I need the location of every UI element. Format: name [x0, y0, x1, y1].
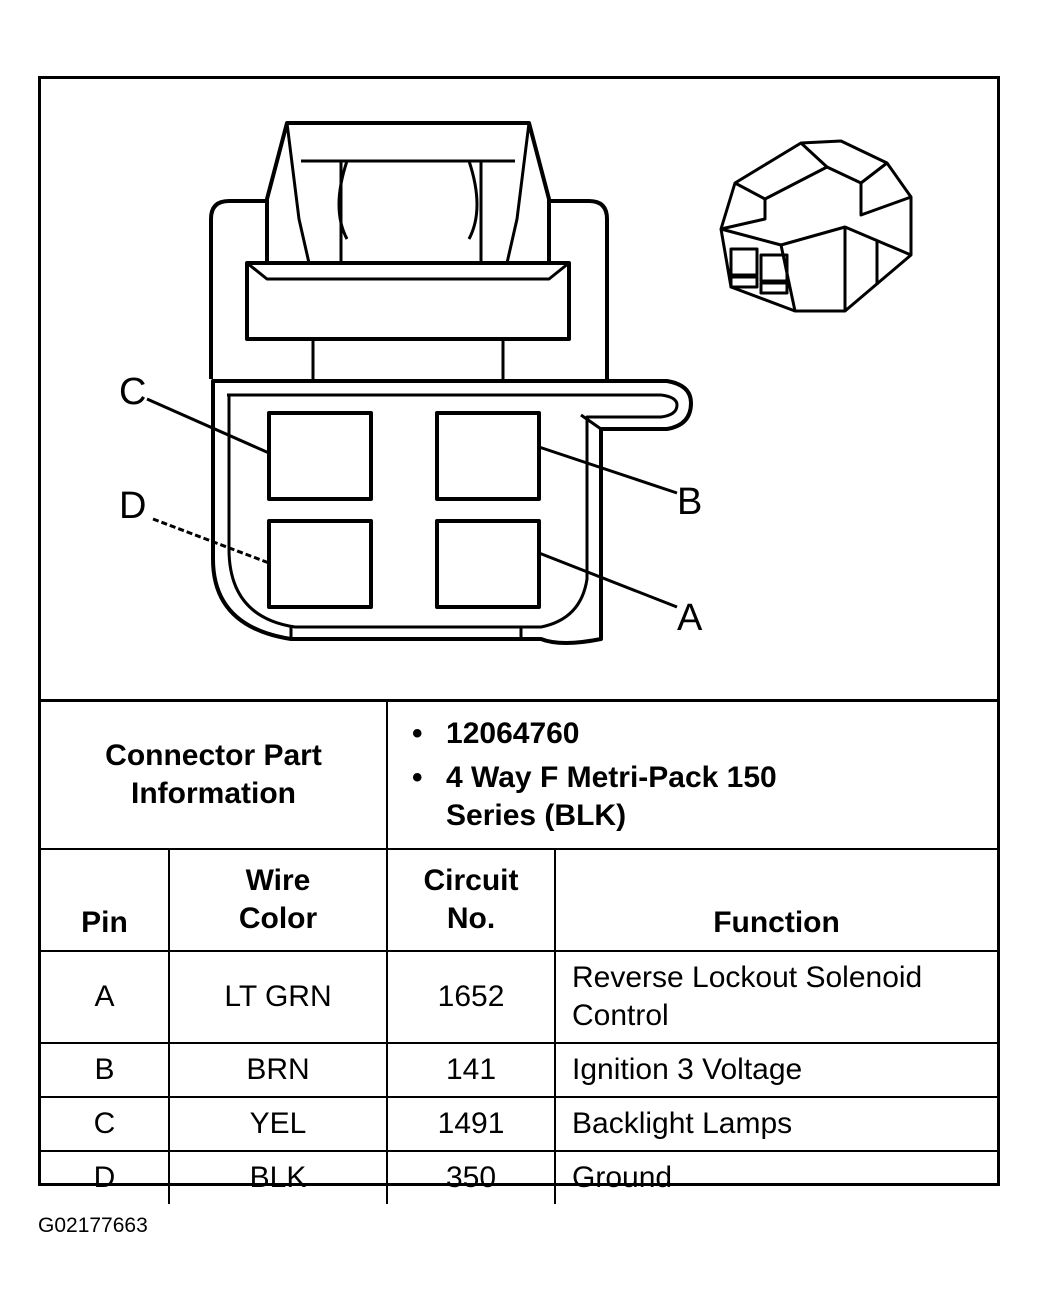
column-header-row: Pin Wire Color Circuit No. Function [41, 848, 998, 952]
cell-circuit: 350 [386, 1150, 557, 1204]
cell-pin: C [41, 1096, 170, 1152]
connector-3d-view [719, 139, 913, 313]
pin-label-b: B [677, 481, 703, 523]
pin-cavity-d [267, 519, 373, 609]
table-row: C YEL 1491 Backlight Lamps [41, 1096, 998, 1152]
cell-function: Backlight Lamps [554, 1096, 998, 1152]
cell-wire-color: YEL [167, 1096, 389, 1152]
header-pin: Pin [41, 848, 170, 952]
connector-housing [211, 379, 693, 645]
cell-pin: A [41, 950, 170, 1044]
cell-circuit: 141 [386, 1042, 557, 1098]
cell-circuit: 1652 [386, 950, 557, 1044]
cell-wire-color: LT GRN [167, 950, 389, 1044]
pin-label-c: C [119, 371, 147, 413]
cell-function: Ground [554, 1150, 998, 1204]
cell-wire-color: BRN [167, 1042, 389, 1098]
cell-circuit: 1491 [386, 1096, 557, 1152]
cell-function: Ignition 3 Voltage [554, 1042, 998, 1098]
locking-tab [265, 121, 551, 265]
cell-pin: D [41, 1150, 170, 1204]
header-function: Function [554, 848, 998, 952]
table-row: B BRN 141 Ignition 3 Voltage [41, 1042, 998, 1098]
connector-body [209, 199, 609, 379]
cell-function: Reverse Lockout Solenoid Control [554, 950, 998, 1044]
part-info-values: 12064760 4 Way F Metri-Pack 150 Series (… [386, 699, 998, 850]
leader-line-a [538, 551, 678, 609]
header-circuit-no: Circuit No. [386, 848, 557, 952]
pin-label-d: D [119, 485, 147, 527]
leader-line-c [146, 397, 270, 455]
figure-id: G02177663 [38, 1214, 148, 1237]
connector-face-view [146, 121, 913, 645]
figure-frame: C D B A Connector Part Information 12064… [38, 76, 1000, 1204]
part-number: 12064760 [412, 715, 997, 753]
connector-info-table: Connector Part Information 12064760 4 Wa… [41, 699, 998, 1204]
leader-line-b [538, 445, 678, 495]
cell-wire-color: BLK [167, 1150, 389, 1204]
part-info-row: Connector Part Information 12064760 4 Wa… [41, 699, 998, 850]
connector-diagram: C D B A [41, 79, 997, 699]
header-wire-color: Wire Color [167, 848, 389, 952]
part-description: 4 Way F Metri-Pack 150 Series (BLK) [412, 759, 997, 835]
pin-cavity-a [435, 519, 541, 609]
cell-pin: B [41, 1042, 170, 1098]
pin-cavity-b [435, 411, 541, 501]
pin-label-a: A [677, 597, 703, 639]
table-row: A LT GRN 1652 Reverse Lockout Solenoid C… [41, 950, 998, 1044]
part-info-label: Connector Part Information [41, 699, 389, 850]
pin-cavity-c [267, 411, 373, 501]
leader-line-d [152, 517, 270, 565]
table-row: D BLK 350 Ground [41, 1150, 998, 1204]
